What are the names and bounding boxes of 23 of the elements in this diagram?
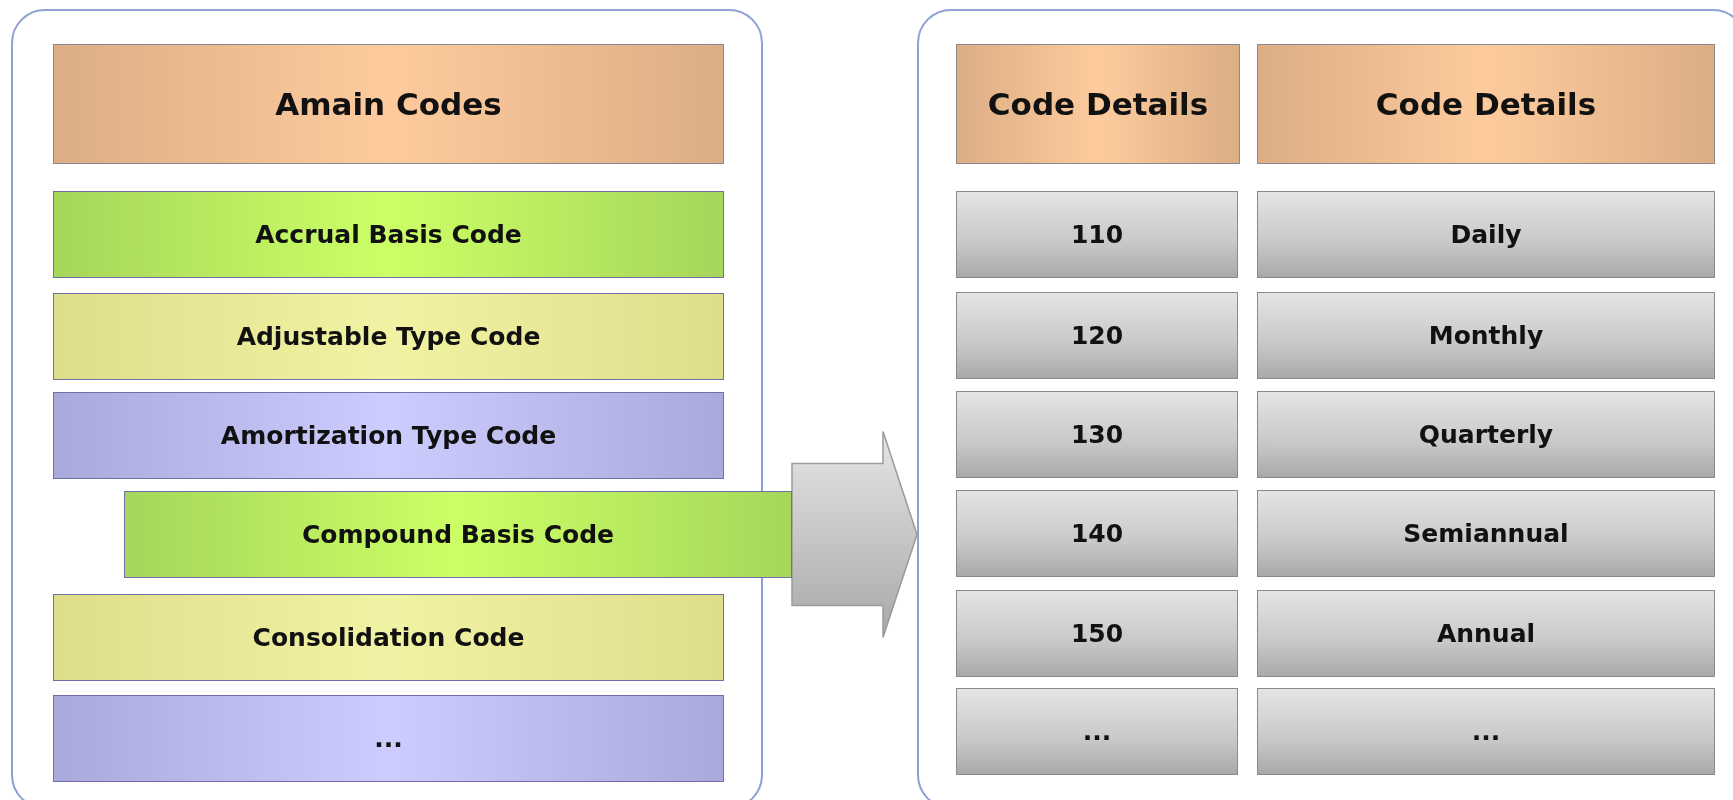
code-row: Accrual Basis Code [53, 191, 724, 278]
code-row: ... [53, 695, 724, 782]
value-cell: Annual [1257, 590, 1715, 677]
value-cell: ... [1257, 688, 1715, 775]
value-cell: Daily [1257, 191, 1715, 278]
column-header: Code Details [956, 44, 1240, 164]
value-cell: ... [956, 688, 1238, 775]
block-arrow [791, 430, 918, 639]
code-row: Adjustable Type Code [53, 293, 724, 380]
column-header: Code Details [1257, 44, 1715, 164]
value-cell: 150 [956, 590, 1238, 677]
value-cell: 120 [956, 292, 1238, 379]
value-cell: 130 [956, 391, 1238, 478]
value-cell: Monthly [1257, 292, 1715, 379]
value-cell: Semiannual [1257, 490, 1715, 577]
panel [11, 9, 763, 800]
code-row: Amortization Type Code [53, 392, 724, 479]
panel [917, 9, 1733, 800]
value-cell: 140 [956, 490, 1238, 577]
column-header: Amain Codes [53, 44, 724, 164]
value-cell: 110 [956, 191, 1238, 278]
code-row: Consolidation Code [53, 594, 724, 681]
value-cell: Quarterly [1257, 391, 1715, 478]
